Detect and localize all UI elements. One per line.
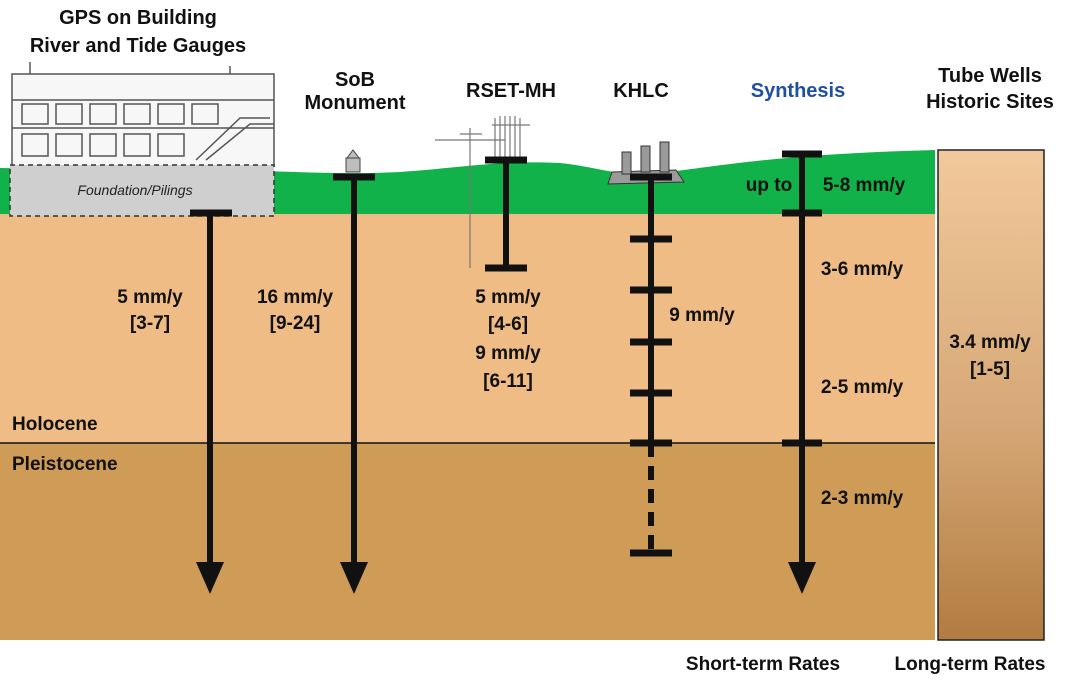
holocene-layer [0,214,935,443]
tubewells-header-line1: Tube Wells [938,65,1042,87]
building-sketch [11,62,275,167]
tubewells-header-line2: Historic Sites [926,91,1054,113]
tubewells-rate: 3.4 mm/y [949,332,1031,353]
tube-wells-column [937,149,1045,641]
sob-range: [9-24] [270,313,321,334]
tubewells-range: [1-5] [970,359,1010,380]
synthesis-upper-holocene-rate: 3-6 mm/y [821,259,904,280]
khlc-measurement [630,173,672,557]
gps-header-line2: River and Tide Gauges [30,35,246,57]
rset-header: RSET-MH [466,80,556,102]
rset-range-1: [4-6] [488,314,528,335]
khlc-rate: 9 mm/y [669,305,735,326]
pleistocene-layer [0,443,935,640]
pleistocene-label: Pleistocene [12,454,118,475]
sob-header-line2: Monument [304,92,405,114]
rset-range-2: [6-11] [483,371,533,392]
short-term-label: Short-term Rates [686,654,840,675]
sob-header-line1: SoB [335,69,375,91]
gps-range: [3-7] [130,313,170,334]
gps-header-line1: GPS on Building [59,7,217,29]
synthesis-pleistocene-rate: 2-3 mm/y [821,488,904,509]
monument-icon [345,149,361,173]
sob-measurement [333,173,375,594]
holocene-label: Holocene [12,414,98,435]
synthesis-measurement [782,150,822,594]
synthesis-header: Synthesis [751,80,845,102]
gps-rate: 5 mm/y [117,287,183,308]
khlc-header: KHLC [613,80,669,102]
rset-rate-1: 5 mm/y [475,287,541,308]
synthesis-surface-rate: 5-8 mm/y [823,175,906,196]
sob-rate: 16 mm/y [257,287,333,308]
rset-measurement [485,156,527,272]
synthesis-lower-holocene-rate: 2-5 mm/y [821,377,904,398]
synthesis-prefix: up to [746,175,792,196]
foundation-label: Foundation/Pilings [77,182,192,198]
rset-rate-2: 9 mm/y [475,343,541,364]
gps-measurement [190,209,232,594]
rset-apparatus-icon [435,116,530,268]
long-term-label: Long-term Rates [895,654,1046,675]
foundation-pilings [9,164,275,217]
